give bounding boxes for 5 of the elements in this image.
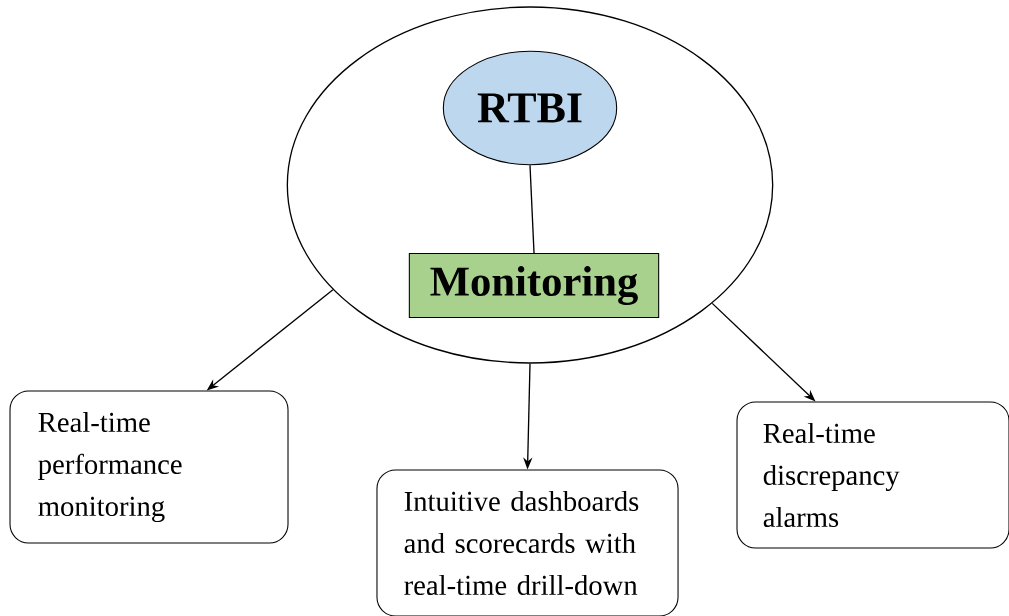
label-box: Monitoring [408, 252, 660, 319]
rounded-box: Intuitive dashboards and scorecards with real-time drill-down [376, 469, 679, 616]
rounded-box: Real-time discrepancy alarms [736, 401, 1009, 549]
connector-line [529, 164, 535, 254]
rounded-box: Real-time performance monitoring [9, 390, 289, 544]
